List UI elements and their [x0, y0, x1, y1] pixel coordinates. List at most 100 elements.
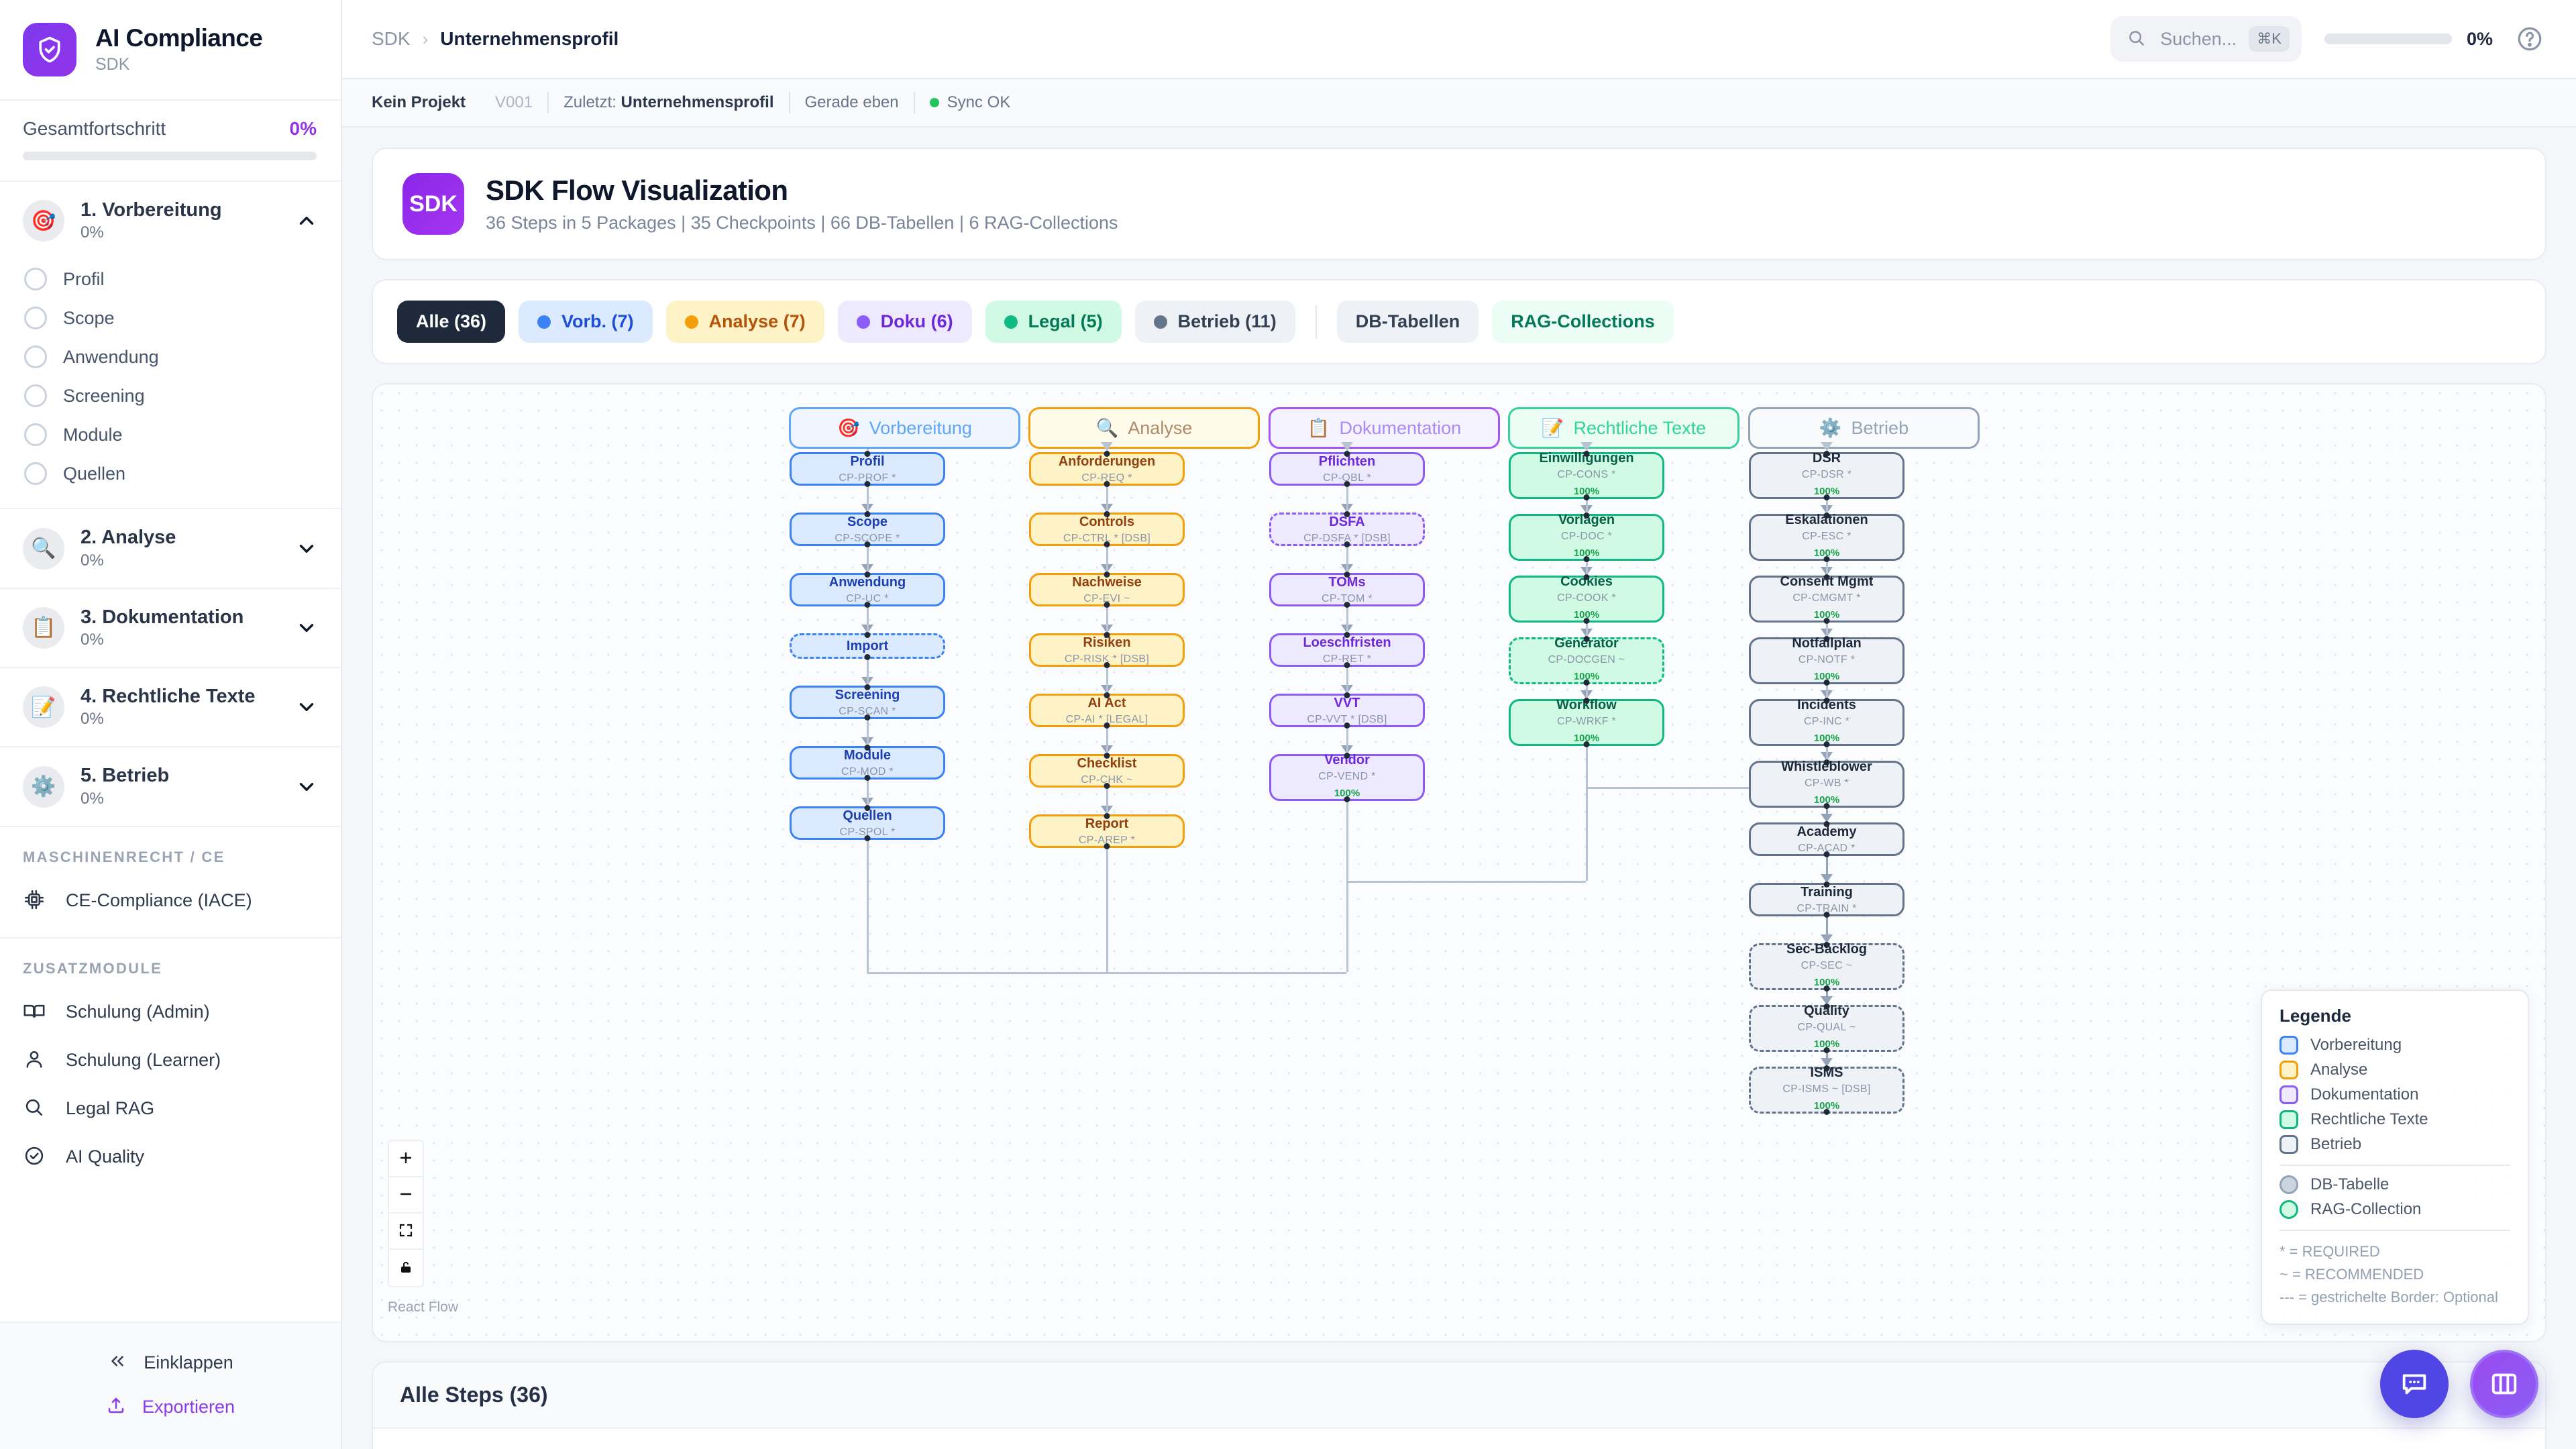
- node-handle-bottom[interactable]: [1823, 556, 1830, 562]
- node-handle-bottom[interactable]: [1344, 602, 1350, 608]
- filter-chip-db-tabellen[interactable]: DB-Tabellen: [1336, 301, 1479, 343]
- node-handle-top[interactable]: [1583, 574, 1590, 580]
- zoom-in-button[interactable]: [389, 1141, 423, 1177]
- node-handle-top[interactable]: [1583, 636, 1590, 642]
- node-handle-bottom[interactable]: [1104, 541, 1110, 547]
- node-handle-top[interactable]: [1823, 942, 1830, 948]
- node-handle-bottom[interactable]: [1823, 803, 1830, 809]
- collapse-sidebar-button[interactable]: Einklappen: [0, 1340, 341, 1385]
- node-handle-bottom[interactable]: [1823, 680, 1830, 686]
- node-handle-top[interactable]: [864, 805, 871, 811]
- sidebar-phase-analyse[interactable]: 🔍 2. Analyse 0%: [0, 509, 341, 587]
- node-handle-bottom[interactable]: [1344, 541, 1350, 547]
- node-handle-top[interactable]: [1583, 451, 1590, 457]
- lock-button[interactable]: [389, 1250, 423, 1286]
- node-handle-bottom[interactable]: [1583, 741, 1590, 747]
- node-handle-top[interactable]: [1344, 692, 1350, 698]
- node-handle-top[interactable]: [1104, 632, 1110, 638]
- node-handle-bottom[interactable]: [1344, 662, 1350, 668]
- flow-node-import[interactable]: Import: [790, 632, 945, 660]
- node-handle-top[interactable]: [1823, 513, 1830, 519]
- node-handle-top[interactable]: [1823, 881, 1830, 888]
- node-handle-top[interactable]: [1823, 574, 1830, 580]
- node-handle-bottom[interactable]: [864, 481, 871, 487]
- sidebar-item-profil[interactable]: Profil: [0, 260, 341, 299]
- node-handle-top[interactable]: [1823, 698, 1830, 704]
- sidebar-item-ai-quality[interactable]: AI Quality: [0, 1133, 341, 1181]
- breadcrumb-root[interactable]: SDK: [372, 28, 411, 49]
- node-handle-bottom[interactable]: [1104, 662, 1110, 668]
- node-handle-bottom[interactable]: [1583, 680, 1590, 686]
- node-handle-bottom[interactable]: [1583, 618, 1590, 624]
- chevron-down-icon[interactable]: [295, 616, 318, 639]
- search-input[interactable]: Suchen... ⌘K: [2110, 16, 2302, 62]
- node-handle-top[interactable]: [864, 511, 871, 517]
- node-handle-bottom[interactable]: [1104, 602, 1110, 608]
- node-handle-bottom[interactable]: [1823, 741, 1830, 747]
- node-handle-top[interactable]: [1823, 759, 1830, 765]
- sidebar-item-screening[interactable]: Screening: [0, 376, 341, 415]
- content-scroll[interactable]: SDK SDK Flow Visualization 36 Steps in 5…: [342, 127, 2576, 1449]
- node-handle-bottom[interactable]: [864, 602, 871, 608]
- node-handle-top[interactable]: [1104, 813, 1110, 819]
- filter-chip-legal-5[interactable]: Legal (5): [985, 301, 1122, 343]
- node-handle-bottom[interactable]: [1344, 481, 1350, 487]
- node-handle-bottom[interactable]: [1344, 722, 1350, 729]
- node-handle-top[interactable]: [864, 632, 871, 638]
- node-handle-top[interactable]: [1104, 753, 1110, 759]
- node-handle-bottom[interactable]: [864, 714, 871, 720]
- node-handle-top[interactable]: [1344, 753, 1350, 759]
- node-handle-top[interactable]: [1583, 698, 1590, 704]
- sidebar-item-quellen[interactable]: Quellen: [0, 454, 341, 493]
- sidebar-item-anwendung[interactable]: Anwendung: [0, 337, 341, 376]
- node-handle-top[interactable]: [1823, 1065, 1830, 1071]
- node-handle-bottom[interactable]: [1823, 985, 1830, 991]
- node-handle-top[interactable]: [1104, 572, 1110, 578]
- flow-canvas[interactable]: 🎯 Vorbereitung🔍 Analyse📋 Dokumentation📝 …: [372, 383, 2546, 1342]
- node-handle-top[interactable]: [1104, 511, 1110, 517]
- node-handle-bottom[interactable]: [1823, 912, 1830, 918]
- node-handle-top[interactable]: [1104, 451, 1110, 457]
- node-handle-bottom[interactable]: [864, 835, 871, 841]
- chat-fab[interactable]: [2380, 1350, 2449, 1418]
- zoom-out-button[interactable]: [389, 1177, 423, 1214]
- node-handle-bottom[interactable]: [864, 654, 871, 660]
- node-handle-top[interactable]: [1823, 636, 1830, 642]
- node-handle-top[interactable]: [1344, 572, 1350, 578]
- chevron-down-icon[interactable]: [295, 696, 318, 718]
- node-handle-bottom[interactable]: [1583, 556, 1590, 562]
- sidebar-phase-rechtliche-texte[interactable]: 📝 4. Rechtliche Texte 0%: [0, 668, 341, 746]
- node-handle-bottom[interactable]: [1823, 494, 1830, 500]
- node-handle-top[interactable]: [864, 451, 871, 457]
- fit-view-button[interactable]: [389, 1214, 423, 1250]
- node-handle-top[interactable]: [864, 745, 871, 751]
- sidebar-item-ce-compliance[interactable]: CE-Compliance (IACE): [0, 877, 341, 925]
- sidebar-phase-vorbereitung[interactable]: 🎯 1. Vorbereitung 0%: [0, 182, 341, 260]
- filter-chip-rag-collections[interactable]: RAG-Collections: [1492, 301, 1674, 343]
- node-handle-bottom[interactable]: [1823, 1109, 1830, 1115]
